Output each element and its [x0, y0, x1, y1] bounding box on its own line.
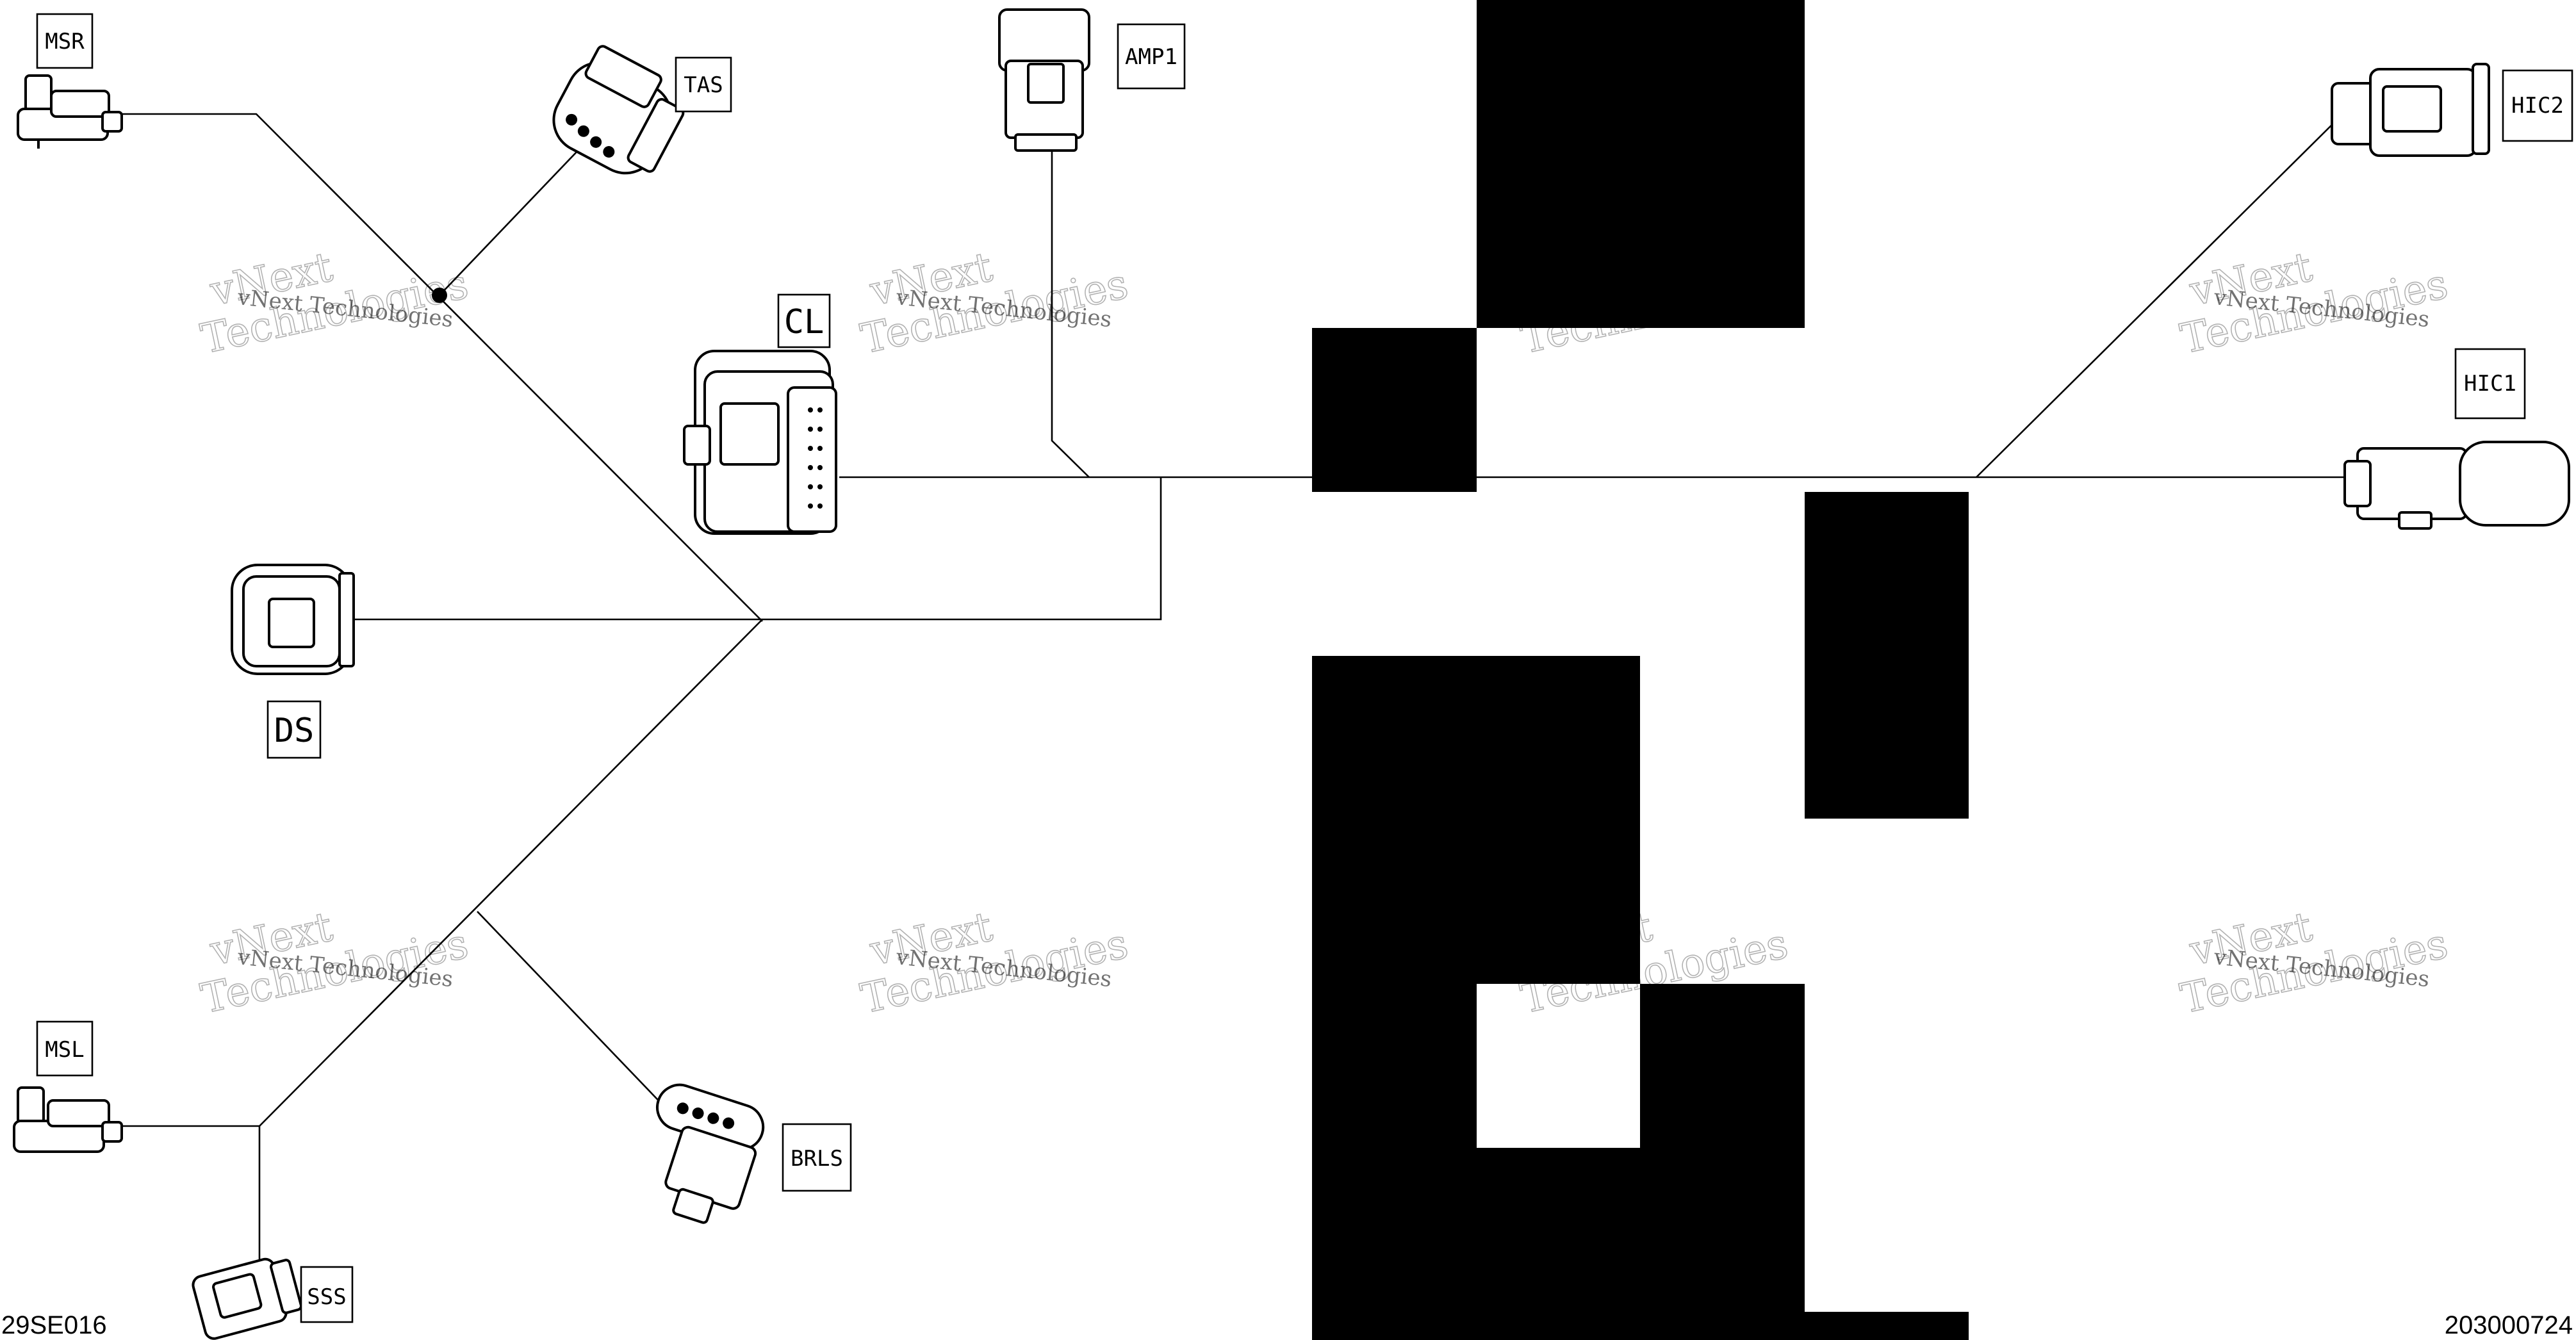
label-boxes: [36, 13, 2573, 1323]
watermark: vNext Technologies: [857, 243, 1133, 364]
connector-cl-icon: [683, 350, 837, 535]
label-hic1: HIC1: [2464, 371, 2516, 396]
label-sss: SSS: [307, 1284, 346, 1310]
label-msl: MSL: [45, 1037, 84, 1063]
connector-brls-icon: [656, 1083, 765, 1224]
connector-hic1-icon: [2343, 441, 2570, 530]
watermark: vNext Technologies: [2176, 243, 2452, 364]
watermark: vNext Technologies: [197, 243, 473, 364]
label-msr: MSR: [45, 29, 85, 54]
connector-sss-icon: [192, 1257, 302, 1340]
watermark: vNext Technologies: [2176, 903, 2452, 1024]
label-brls: BRLS: [791, 1146, 843, 1172]
connector-hic2-icon: [2331, 63, 2490, 157]
connector-ds-icon: [231, 564, 355, 675]
watermark: vNext Technologies: [857, 903, 1133, 1024]
label-hic2: HIC2: [2511, 93, 2564, 118]
label-amp1: AMP1: [1125, 44, 1177, 70]
connector-tas-icon: [552, 45, 685, 175]
connector-msr-icon: [17, 74, 123, 149]
label-ds: DS: [274, 712, 315, 750]
watermark: vNext Technologies: [197, 903, 473, 1024]
black-block-pattern: [1312, 0, 1969, 1340]
connector-msl-icon: [13, 1086, 123, 1153]
connector-amp1-icon: [998, 8, 1090, 152]
connector-cl-pins: [808, 407, 823, 509]
drawing-ref-left: 29SE016: [1, 1311, 107, 1339]
white-notch-block: [1477, 984, 1640, 1148]
drawing-ref-right: 203000724: [2445, 1311, 2573, 1339]
label-cl: CL: [784, 303, 824, 341]
label-tas: TAS: [684, 72, 723, 98]
harness-wires: [117, 111, 2367, 1267]
splice-point: [432, 288, 447, 303]
